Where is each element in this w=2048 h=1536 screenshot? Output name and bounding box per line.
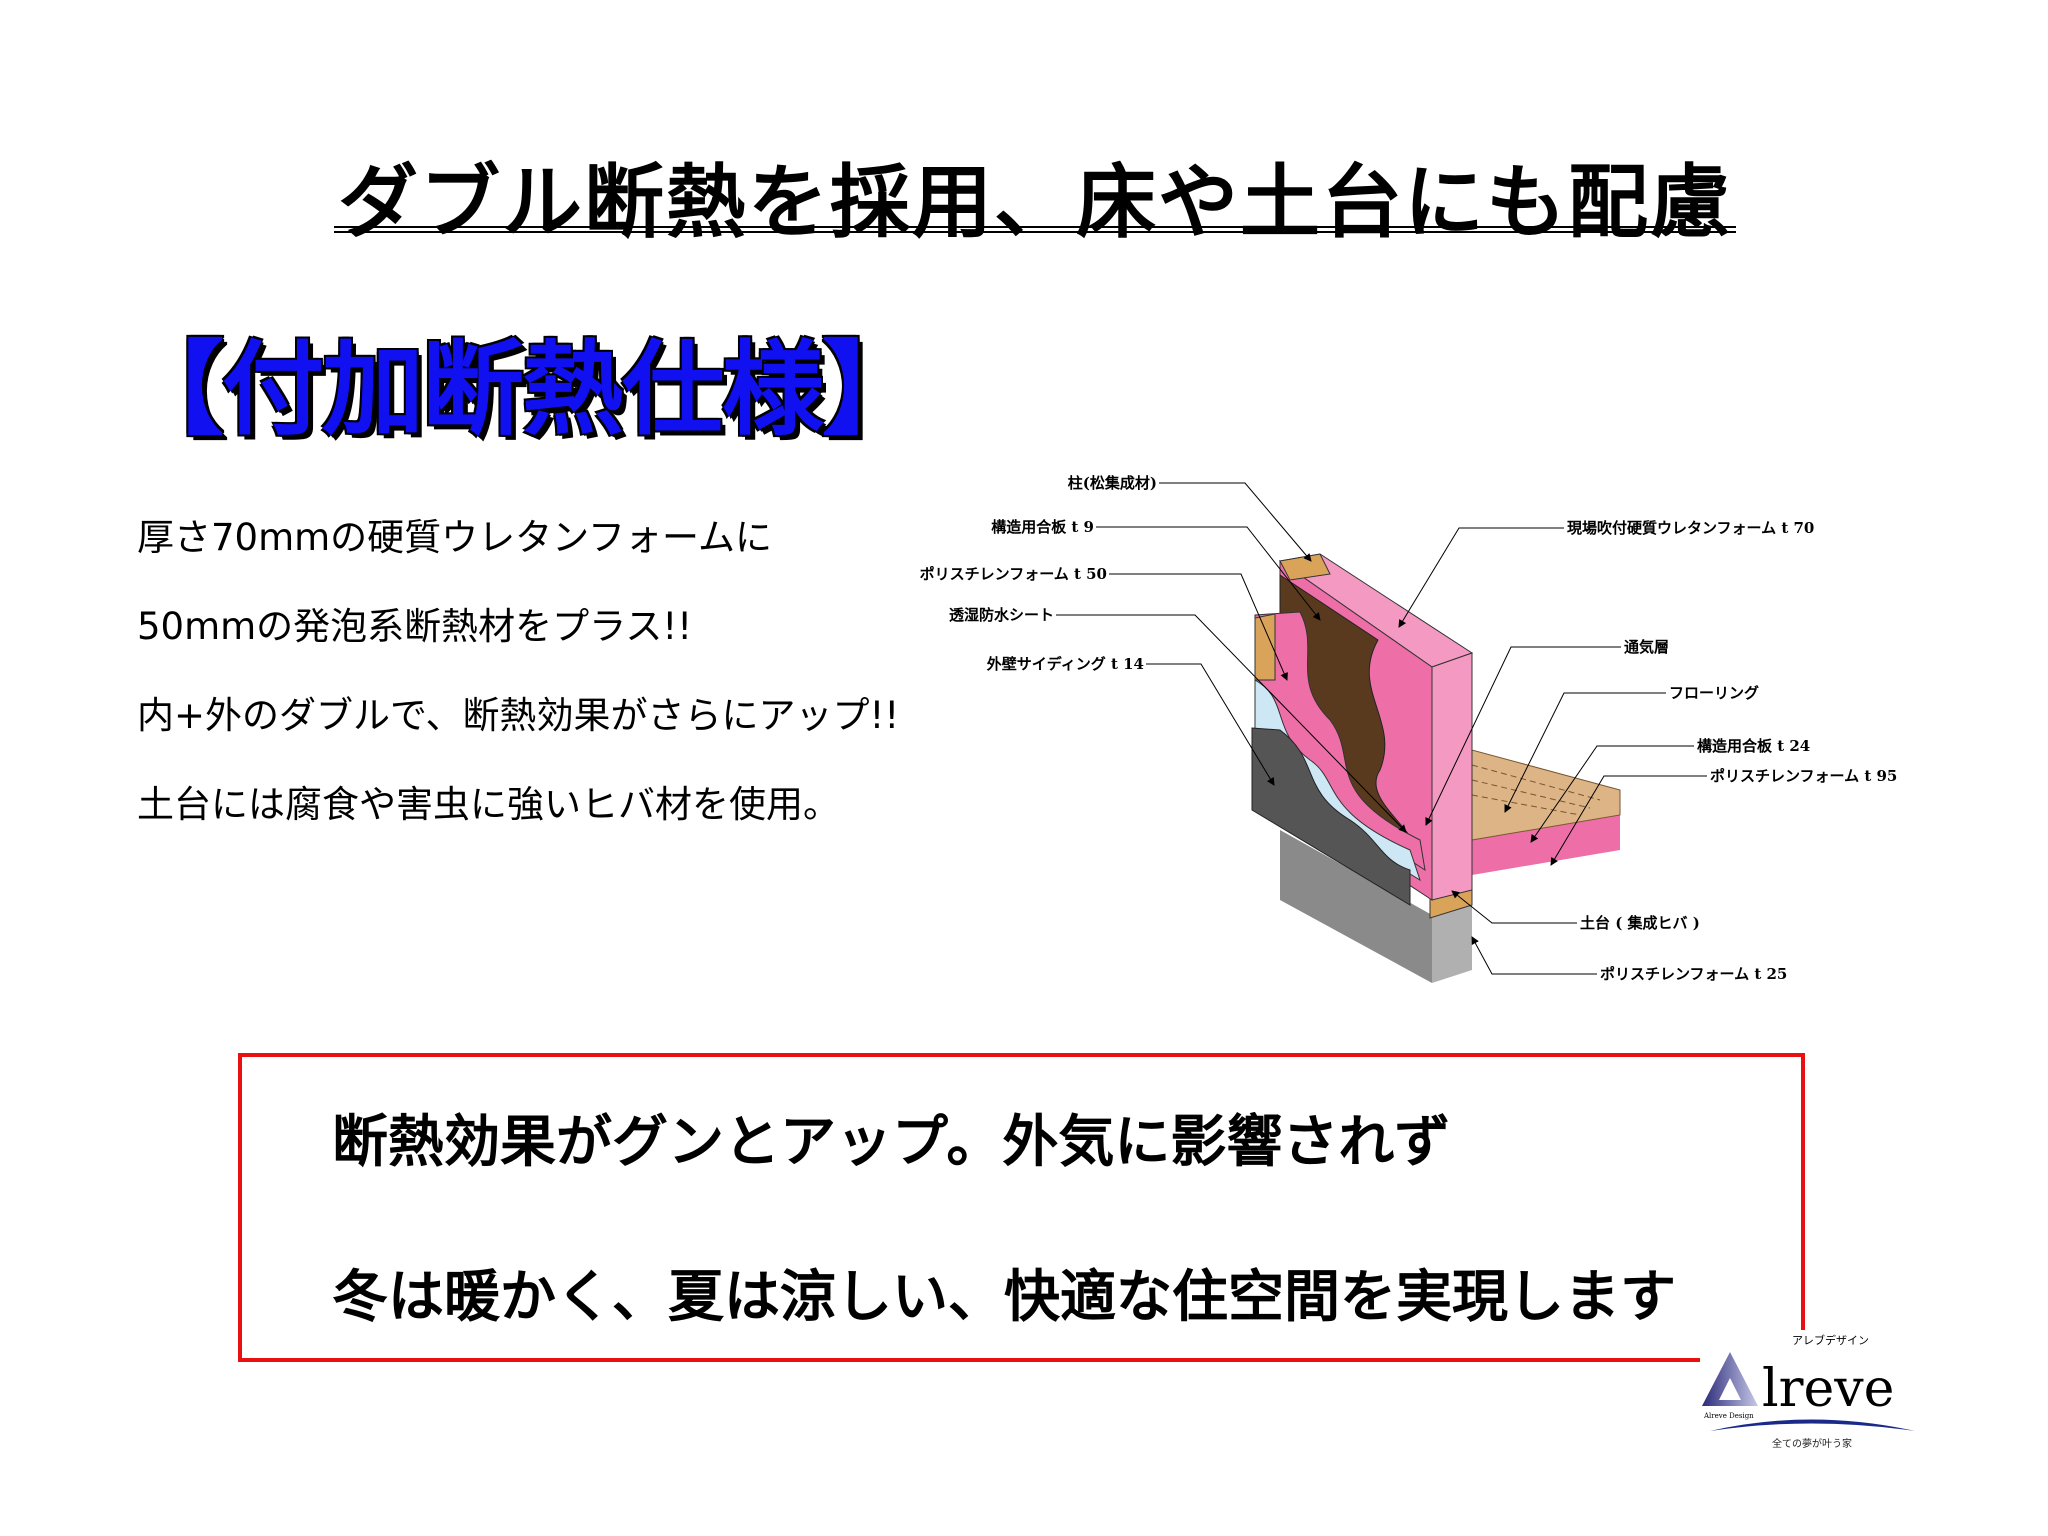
callout-line-1: 断熱効果がグンとアップ。外気に影響されず <box>332 1110 1451 1175</box>
logo-mark: lreve アレブデザイン Alreve Design 全ての夢が叶う家 <box>1702 1333 1915 1450</box>
title-underline <box>334 226 1736 228</box>
logo-sub: Alreve Design <box>1703 1412 1754 1420</box>
body-line-3: 内+外のダブルで、断熱効果がさらにアップ!! <box>137 694 900 737</box>
outer-foam <box>1254 611 1426 872</box>
section-heading: 【付加断熱仕様】 <box>122 331 924 450</box>
label-plywood-t24: 構造用合板 t 24 <box>1697 737 1810 755</box>
label-urethane-t70: 現場吹付硬質ウレタンフォーム t 70 <box>1567 519 1814 537</box>
label-moisture-sheet: 透湿防水シート <box>949 606 1054 624</box>
label-air-layer: 通気層 <box>1624 638 1669 656</box>
label-post: 柱(松集成材) <box>1068 474 1157 492</box>
insulation-wall-diagram: 柱(松集成材) 構造用合板 t 9 ポリスチレンフォーム t 50 透湿防水シー… <box>920 474 1897 983</box>
label-siding: 外壁サイディング t 14 <box>986 655 1144 673</box>
company-logo: lreve アレブデザイン Alreve Design 全ての夢が叶う家 <box>1700 1330 1945 1455</box>
siding <box>1251 727 1411 906</box>
foundation-side <box>1432 900 1472 983</box>
body-line-2: 50mmの発泡系断熱材をプラス!! <box>137 605 693 648</box>
label-polystyrene-t95: ポリスチレンフォーム t 95 <box>1710 767 1897 785</box>
label-polystyrene-t50: ポリスチレンフォーム t 50 <box>920 565 1107 583</box>
urethane-side <box>1431 652 1473 901</box>
flooring-seams <box>1471 764 1601 816</box>
label-flooring: フローリング <box>1669 684 1759 702</box>
logo-tagline: 全ての夢が叶う家 <box>1772 1437 1852 1450</box>
foundation-front <box>1280 830 1432 983</box>
label-polystyrene-t25: ポリスチレンフォーム t 25 <box>1600 965 1787 983</box>
label-sill: 土台 ( 集成ヒバ ) <box>1580 914 1700 932</box>
callout-line-2: 冬は暖かく、夏は涼しい、快適な住空間を実現します <box>332 1265 1676 1330</box>
callout-box: 断熱効果がグンとアップ。外気に影響されず 冬は暖かく、夏は涼しい、快適な住空間を… <box>238 1053 1805 1362</box>
page-title: ダブル断熱を採用、床や土台にも配慮 <box>338 155 1732 249</box>
logo-kana: アレブデザイン <box>1792 1333 1869 1347</box>
logo-wordmark: lreve <box>1762 1359 1894 1419</box>
title-underline-2 <box>334 231 1736 233</box>
label-plywood-t9: 構造用合板 t 9 <box>991 518 1094 536</box>
leader-lines <box>1056 482 1707 975</box>
outer-post <box>1254 613 1276 681</box>
body-line-4: 土台には腐食や害虫に強いヒバ材を使用。 <box>137 783 840 826</box>
logo-arc <box>1710 1419 1915 1431</box>
body-line-1: 厚さ70mmの硬質ウレタンフォームに <box>137 516 772 559</box>
